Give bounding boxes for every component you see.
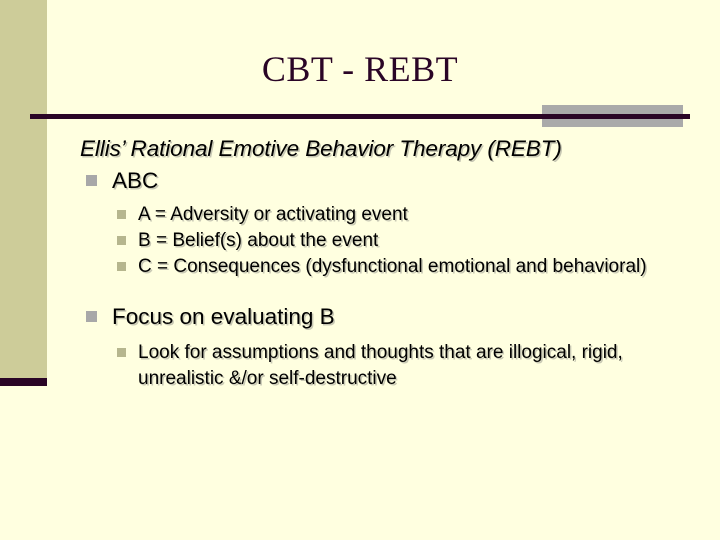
square-bullet-icon: [86, 175, 97, 186]
bullet-level2-look: Look for assumptions and thoughts that a…: [80, 340, 686, 392]
left-decorative-band: [0, 0, 47, 378]
left-band-end-bar: [0, 378, 47, 386]
slide-body: Ellis’ Rational Emotive Behavior Therapy…: [80, 134, 686, 392]
slide-title: CBT - REBT: [261, 49, 459, 89]
bullet-level2-b: B = Belief(s) about the event: [80, 228, 686, 254]
square-bullet-icon: [117, 236, 126, 245]
sub-bullet-group-abc: A = Adversity or activating event B = Be…: [80, 202, 686, 280]
bullet-level1-abc: ABC: [80, 166, 686, 196]
bullet-level2-a: A = Adversity or activating event: [80, 202, 686, 228]
bullet-label: C = Consequences (dysfunctional emotiona…: [138, 256, 647, 277]
bullet-level2-c: C = Consequences (dysfunctional emotiona…: [80, 254, 686, 280]
header-divider-line: [30, 114, 690, 119]
bullet-label: B = Belief(s) about the event: [138, 230, 379, 251]
bullet-label: ABC: [112, 168, 159, 193]
lead-paragraph: Ellis’ Rational Emotive Behavior Therapy…: [80, 136, 562, 161]
square-bullet-icon: [117, 348, 126, 357]
square-bullet-icon: [117, 210, 126, 219]
bullet-label: A = Adversity or activating event: [138, 204, 408, 225]
square-bullet-icon: [86, 311, 97, 322]
bullet-level1-focus: Focus on evaluating B: [80, 302, 686, 332]
bullet-label: Focus on evaluating B: [112, 304, 335, 329]
sub-bullet-group-focus: Look for assumptions and thoughts that a…: [80, 340, 686, 392]
square-bullet-icon: [117, 262, 126, 271]
bullet-label: Look for assumptions and thoughts that a…: [138, 342, 623, 389]
